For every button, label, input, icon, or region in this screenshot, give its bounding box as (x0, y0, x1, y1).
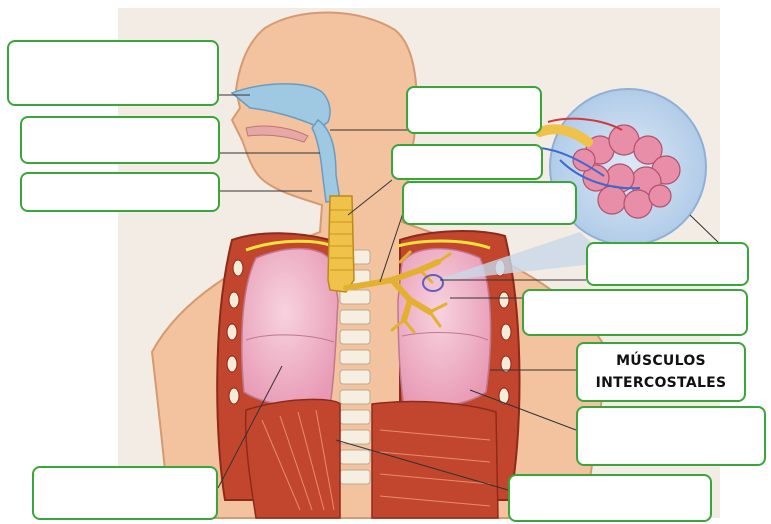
left-lung-shape (242, 249, 338, 408)
label-box-nasal-cavity[interactable] (7, 40, 219, 106)
label-box-bronchi[interactable] (402, 181, 577, 225)
diaphragm-left (246, 399, 340, 518)
label-box-lungs[interactable] (576, 406, 766, 466)
label-box-bronchioles[interactable] (522, 289, 748, 336)
label-box-alveoli[interactable] (586, 242, 749, 286)
intercostal-muscles-label: MÚSCULOS INTERCOSTALES (596, 350, 727, 394)
label-box-intercostal-muscles[interactable]: MÚSCULOS INTERCOSTALES (576, 342, 746, 402)
label-box-diaphragm[interactable] (508, 474, 712, 522)
label-box-trachea[interactable] (391, 144, 543, 180)
label-box-mouth[interactable] (20, 116, 220, 164)
label-box-ribs[interactable] (32, 466, 218, 520)
label-box-larynx[interactable] (406, 86, 542, 134)
label-box-pharynx[interactable] (20, 172, 220, 212)
